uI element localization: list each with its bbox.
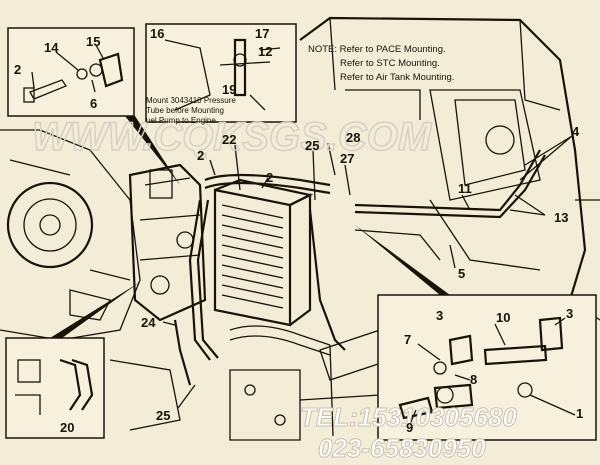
- inset-pressure-tube: [145, 23, 297, 123]
- callout-11: 11: [458, 181, 472, 196]
- engine-block: [299, 16, 600, 321]
- callout-12: 12: [258, 44, 272, 59]
- callout-19: 19: [222, 82, 236, 97]
- callout-20: 20: [60, 420, 74, 435]
- callout-3-b: 3: [566, 306, 573, 321]
- mount-note-line-3: uel Pump to Engine: [146, 116, 216, 125]
- callout-25: 25: [305, 138, 319, 153]
- callout-15: 15: [86, 34, 100, 49]
- callout-16: 16: [150, 26, 164, 41]
- watermark-phone: 023-65830950: [318, 433, 486, 463]
- callout-7: 7: [404, 332, 411, 347]
- callout-labels: 14 15 2 6 16 17 12 19 2 22 2 25 28 27 4 …: [14, 26, 583, 435]
- mount-note: Mount 3043410 Pressure Tube before Mount…: [146, 96, 236, 125]
- watermark-tel: TEL:15310305680: [300, 402, 517, 432]
- callout-27: 27: [340, 151, 354, 166]
- callout-24: 24: [141, 315, 156, 330]
- fuel-pump: [128, 163, 207, 322]
- tube-lines: [173, 149, 546, 386]
- inset-clamp-top-left: [7, 27, 135, 117]
- watermark-site: WWW.CQKSGS.COM: [32, 115, 433, 159]
- leader-lines: [162, 135, 576, 437]
- callout-28: 28: [346, 130, 360, 145]
- callout-14: 14: [44, 40, 59, 55]
- callout-9: 9: [406, 420, 413, 435]
- callout-1: 1: [576, 406, 583, 421]
- engine-front: [0, 129, 141, 341]
- callout-13: 13: [554, 210, 568, 225]
- callout-2-b: 2: [197, 148, 204, 163]
- callout-10: 10: [496, 310, 510, 325]
- callout-2-c: 2: [266, 170, 273, 185]
- mount-note-line-1: Mount 3043410 Pressure: [146, 96, 236, 105]
- callout-4: 4: [572, 124, 580, 139]
- callout-17: 17: [255, 26, 269, 41]
- callout-22: 22: [222, 132, 236, 147]
- callout-2: 2: [14, 62, 21, 77]
- inset-fitting-bottom-left: [5, 337, 105, 439]
- note-block: NOTE: Refer to PACE Mounting. Refer to S…: [308, 44, 454, 83]
- note-line-3: Refer to Air Tank Mounting.: [340, 72, 454, 83]
- callout-3: 3: [436, 308, 443, 323]
- callout-25-b: 25: [156, 408, 170, 423]
- callout-6: 6: [90, 96, 97, 111]
- cooler-block: [213, 178, 314, 327]
- note-line-1: NOTE: Refer to PACE Mounting.: [308, 44, 446, 55]
- pointer-wedges: [50, 116, 450, 338]
- callout-5: 5: [458, 266, 465, 281]
- mount-note-line-2: Tube before Mounting: [146, 106, 224, 115]
- callout-8: 8: [470, 372, 477, 387]
- inset-clamp-bottom-right: [377, 294, 597, 441]
- note-line-2: Refer to STC Mounting.: [340, 58, 440, 69]
